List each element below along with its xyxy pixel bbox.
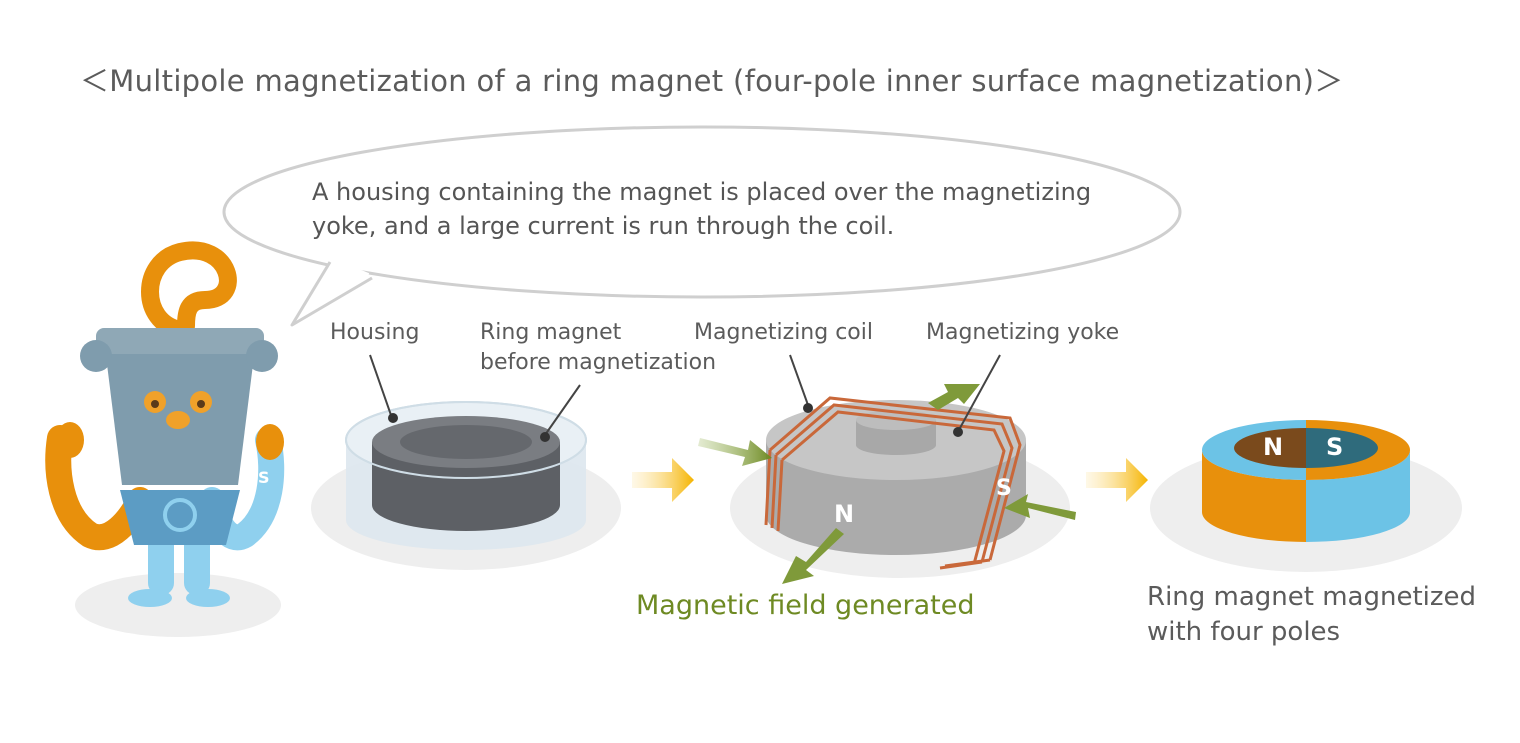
yoke-label: Magnetizing yoke: [926, 320, 1120, 345]
mascot-character: [45, 241, 285, 607]
page-title: ＜Multipole magnetization of a ring magne…: [80, 64, 1344, 98]
housing-leader-line: [369, 354, 393, 419]
field-arrow-left-in: [698, 438, 772, 466]
result-label-line-2: with four poles: [1147, 617, 1341, 647]
result-label-line-1: Ring magnet magnetized: [1147, 582, 1477, 612]
mascot-south-letter: S: [258, 468, 270, 487]
four-pole-ring-magnet: [1202, 420, 1410, 542]
field-arrow-bottom-out: [782, 528, 844, 584]
magnetic-field-label: Magnetic field generated: [636, 590, 975, 621]
ring-magnet-leader-dot: [540, 432, 550, 442]
field-arrow-right-in: [1004, 494, 1076, 520]
speech-bubble-text: A housing containing the magnet is place…: [312, 175, 1132, 243]
magnetizing-yoke-with-coil: [764, 396, 1026, 570]
process-arrow-2: [1086, 458, 1148, 502]
yoke-north-letter: N: [834, 500, 855, 528]
ring-magnet-label-line-2: before magnetization: [480, 350, 717, 375]
ring-south-letter: S: [1326, 433, 1344, 461]
coil-label: Magnetizing coil: [694, 320, 873, 345]
ring-north-letter: N: [1263, 433, 1284, 461]
ring-magnet-label-line-1: Ring magnet: [480, 320, 622, 345]
yoke-leader-line: [959, 354, 1001, 429]
coil-leader-dot: [803, 403, 813, 413]
ring-magnet-leader-line: [544, 384, 581, 436]
mascot-shadow: [75, 573, 281, 637]
ring-magnet-label: Ring magnet before magnetization: [480, 318, 716, 378]
field-arrow-top-out: [928, 384, 980, 410]
yoke-leader-dot: [953, 427, 963, 437]
process-arrow-1: [632, 458, 694, 502]
speech-line-1: A housing containing the magnet is place…: [312, 178, 1092, 206]
housing-leader-dot: [388, 413, 398, 423]
speech-line-2: yoke, and a large current is run through…: [312, 212, 895, 240]
mascot-north-letter: N: [74, 468, 88, 487]
speech-bubble: [222, 125, 1182, 327]
housing-label: Housing: [330, 320, 420, 345]
result-label: Ring magnet magnetized with four poles: [1147, 580, 1487, 650]
housing-with-ring-magnet: [345, 401, 587, 550]
coil-leader-line: [789, 354, 809, 406]
yoke-south-letter: S: [996, 476, 1012, 501]
